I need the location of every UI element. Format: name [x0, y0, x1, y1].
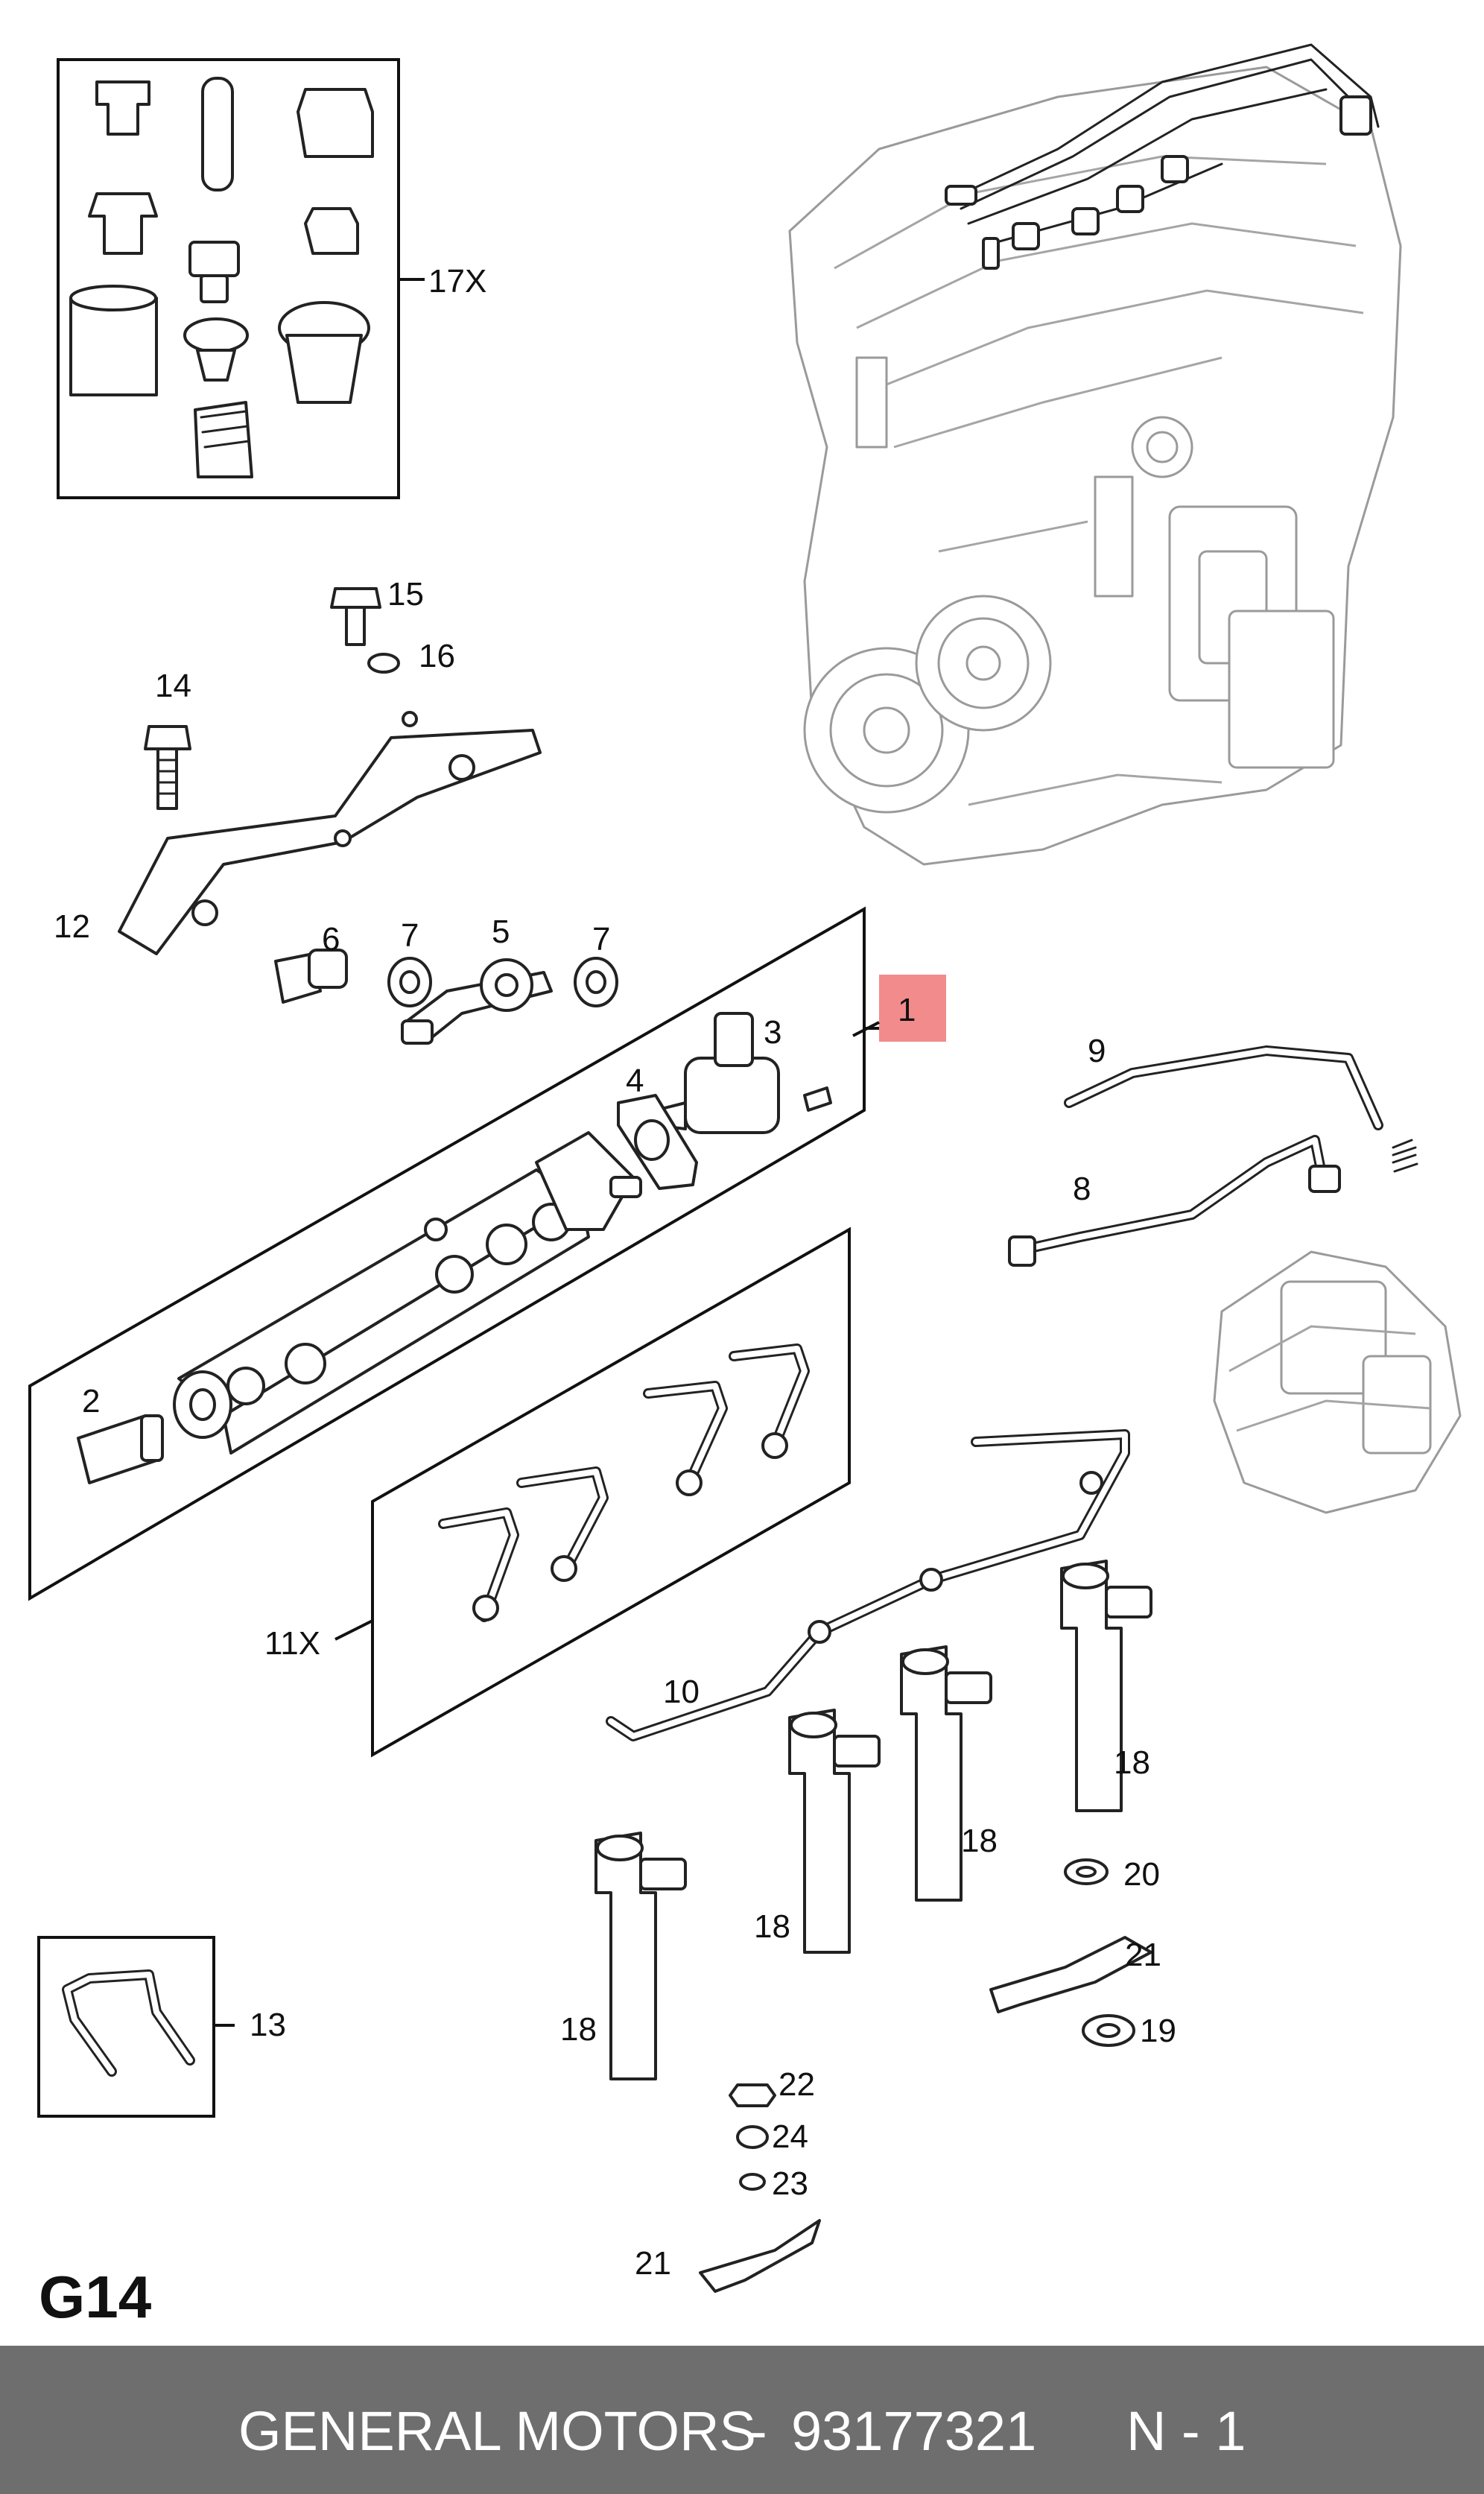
callout-3: 3 — [764, 1014, 781, 1051]
callout-22: 22 — [779, 2066, 815, 2103]
callout-24: 24 — [772, 2118, 808, 2155]
footer-bar: GENERAL MOTORS - 93177321 N - 1 — [0, 2346, 1484, 2494]
engine-fuel-lines — [945, 43, 1380, 270]
callout-18a: 18 — [560, 2011, 597, 2048]
footer-brand: GENERAL MOTORS — [238, 2400, 756, 2462]
kit-17x — [57, 58, 425, 499]
callout-1: 1 — [898, 992, 916, 1028]
bracket-assembly — [118, 587, 542, 955]
callout-9: 9 — [1088, 1033, 1106, 1069]
footer-background — [0, 2346, 1484, 2494]
callout-23: 23 — [772, 2165, 808, 2202]
small-hardware — [699, 1858, 1152, 2293]
callout-4: 4 — [626, 1063, 644, 1099]
callout-6: 6 — [322, 921, 340, 958]
footer-part-number: 93177321 — [791, 2400, 1036, 2462]
engine-ghost-illustration — [788, 66, 1402, 866]
callout-13: 13 — [250, 2007, 286, 2043]
callout-8: 8 — [1073, 1171, 1091, 1207]
callout-1-highlight — [879, 975, 946, 1042]
callout-7a: 7 — [401, 917, 419, 954]
callout-12: 12 — [54, 908, 90, 945]
callout-18b: 18 — [754, 1908, 790, 1945]
fuel-rail-group — [28, 906, 946, 1601]
callout-5: 5 — [492, 914, 510, 950]
callout-10: 10 — [663, 1674, 700, 1710]
callout-labels: 1 2 3 4 5 6 7 7 8 9 10 11X 12 13 14 15 1… — [54, 263, 1176, 2282]
footer-page-ref: N - 1 — [1126, 2400, 1246, 2462]
page-code: G14 — [39, 2264, 152, 2330]
callout-18c: 18 — [961, 1823, 998, 1859]
leader-lines — [852, 1021, 880, 1037]
kit-13 — [37, 1936, 235, 2118]
callout-11x: 11X — [264, 1625, 320, 1662]
callout-17x: 17X — [428, 263, 486, 300]
callout-2: 2 — [82, 1383, 100, 1420]
callout-18d: 18 — [1114, 1744, 1150, 1781]
footer-separator: - — [749, 2400, 767, 2462]
callout-19: 19 — [1140, 2013, 1176, 2049]
injectors — [594, 1560, 1152, 2080]
callout-20: 20 — [1123, 1856, 1160, 1893]
callout-16: 16 — [419, 638, 455, 674]
pipe-kit-11x — [334, 1227, 851, 1758]
callout-21b: 21 — [635, 2245, 671, 2282]
callout-21a: 21 — [1125, 1937, 1161, 1973]
callout-14: 14 — [155, 668, 191, 704]
callout-15: 15 — [387, 576, 424, 613]
callout-7b: 7 — [592, 921, 610, 958]
pump-ghost-illustration — [1213, 1250, 1462, 1514]
high-pressure-pipes — [606, 1045, 1418, 1741]
